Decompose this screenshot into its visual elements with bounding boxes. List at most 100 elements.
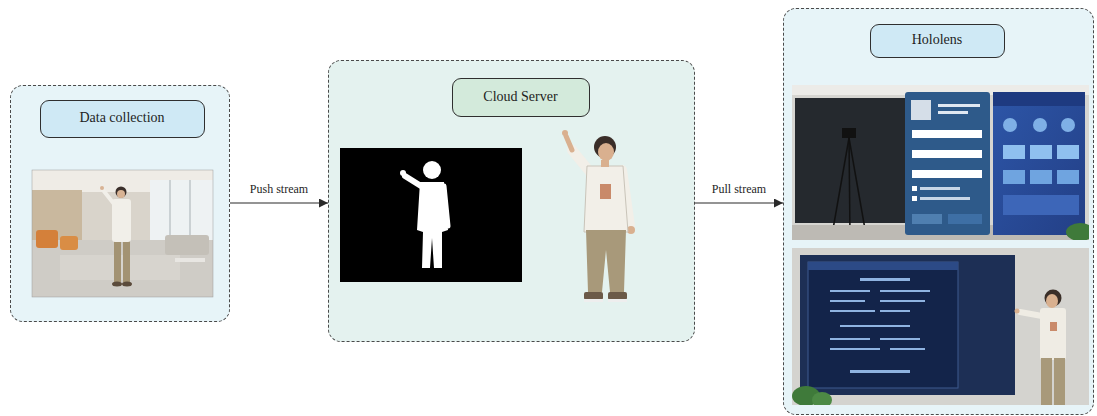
camera-photo	[112, 199, 131, 242]
hololens-view	[1003, 170, 1025, 184]
person-cutout	[622, 170, 630, 226]
hololens-view	[912, 150, 982, 158]
hololens-view	[849, 138, 866, 235]
hololens-view	[860, 278, 910, 281]
hololens-view	[842, 128, 856, 138]
camera-photo	[32, 240, 213, 297]
edge-label: Pull stream	[710, 182, 768, 196]
camera-photo	[190, 180, 191, 240]
hololens-view	[912, 186, 917, 191]
hololens-view	[792, 85, 1089, 240]
camera-photo	[122, 282, 132, 287]
title-pill: Data collection	[40, 100, 205, 138]
hololens-view	[808, 262, 958, 388]
camera-photo	[32, 190, 82, 240]
hololens-view	[1041, 358, 1052, 405]
hololens-view	[832, 138, 849, 235]
hololens-view	[880, 290, 930, 292]
hololens-view	[948, 214, 982, 224]
hololens-view	[1003, 145, 1025, 159]
hololens-view	[1057, 170, 1079, 184]
hololens-view	[1046, 294, 1058, 308]
title-pill: Cloud Server	[452, 78, 590, 117]
camera-photo	[114, 240, 121, 282]
hololens-view	[1040, 308, 1066, 360]
person-cutout	[584, 299, 603, 302]
camera-photo	[32, 170, 213, 192]
title-text: Cloud Server	[483, 89, 557, 106]
hololens-view	[1030, 170, 1052, 184]
person-cutout	[562, 130, 568, 136]
edge-label: Push stream	[248, 182, 310, 196]
hololens-view	[905, 92, 990, 235]
hololens-view	[792, 85, 1089, 95]
hololens-view	[812, 392, 832, 405]
hololens-view	[920, 187, 960, 190]
hololens-view	[1057, 145, 1079, 159]
hololens-view	[911, 100, 931, 120]
segmentation-mask	[400, 170, 406, 176]
person-cutout	[608, 299, 627, 302]
hololens-view	[1003, 118, 1017, 132]
stream-arrow	[230, 202, 328, 203]
segmentation-mask	[417, 182, 448, 268]
person-cutout	[600, 184, 611, 199]
segmentation-mask	[340, 148, 522, 282]
hololens-view	[850, 370, 910, 373]
hololens-view	[830, 310, 875, 312]
camera-photo	[36, 230, 58, 248]
hololens-view	[912, 130, 982, 138]
hololens-view	[1045, 290, 1062, 307]
hololens-view	[1033, 118, 1047, 132]
segmentation-mask	[405, 176, 421, 186]
hololens-view	[1015, 309, 1020, 314]
stage-panel: Hololens	[783, 8, 1094, 415]
hololens-view	[795, 98, 905, 223]
hololens-view	[912, 214, 942, 224]
camera-photo	[32, 170, 213, 297]
hololens-view	[849, 138, 850, 238]
segmentation-mask	[340, 148, 522, 282]
stage-panel: Cloud Server	[328, 60, 695, 342]
camera-photo	[150, 180, 213, 240]
hololens-view	[993, 92, 1085, 235]
hololens-view	[792, 225, 1089, 240]
hololens-view	[880, 338, 920, 340]
title-pill: Hololens	[870, 24, 1005, 58]
hololens-view	[890, 348, 925, 350]
camera-photo	[100, 186, 104, 190]
segmentation-mask	[444, 186, 448, 226]
hololens-view	[830, 290, 870, 292]
person-cutout	[594, 136, 616, 158]
person-cutout	[562, 130, 635, 302]
camera-photo	[103, 190, 114, 204]
person-cutout	[627, 226, 635, 234]
hololens-view	[1050, 322, 1057, 331]
hololens-view	[830, 300, 865, 302]
hololens-view	[1054, 358, 1065, 405]
hololens-view	[840, 325, 910, 327]
camera-photo	[117, 190, 125, 198]
person-cutout	[584, 292, 603, 300]
camera-photo	[123, 240, 130, 282]
stream-arrow	[695, 202, 783, 203]
hololens-view	[912, 196, 917, 201]
camera-photo	[112, 282, 122, 287]
camera-photo	[32, 170, 213, 297]
person-cutout	[586, 230, 626, 292]
hololens-view	[938, 111, 968, 114]
hololens-view	[1066, 223, 1089, 240]
camera-photo	[170, 180, 171, 240]
photo-frame	[32, 170, 213, 297]
hololens-view	[1030, 145, 1052, 159]
hololens-view	[792, 248, 1089, 405]
person-cutout	[598, 143, 614, 161]
hololens-view	[830, 338, 870, 340]
hololens-view	[920, 197, 970, 200]
hololens-view	[912, 170, 982, 178]
person-cutout	[566, 136, 572, 150]
camera-photo	[165, 235, 209, 255]
hololens-view	[1061, 118, 1075, 132]
